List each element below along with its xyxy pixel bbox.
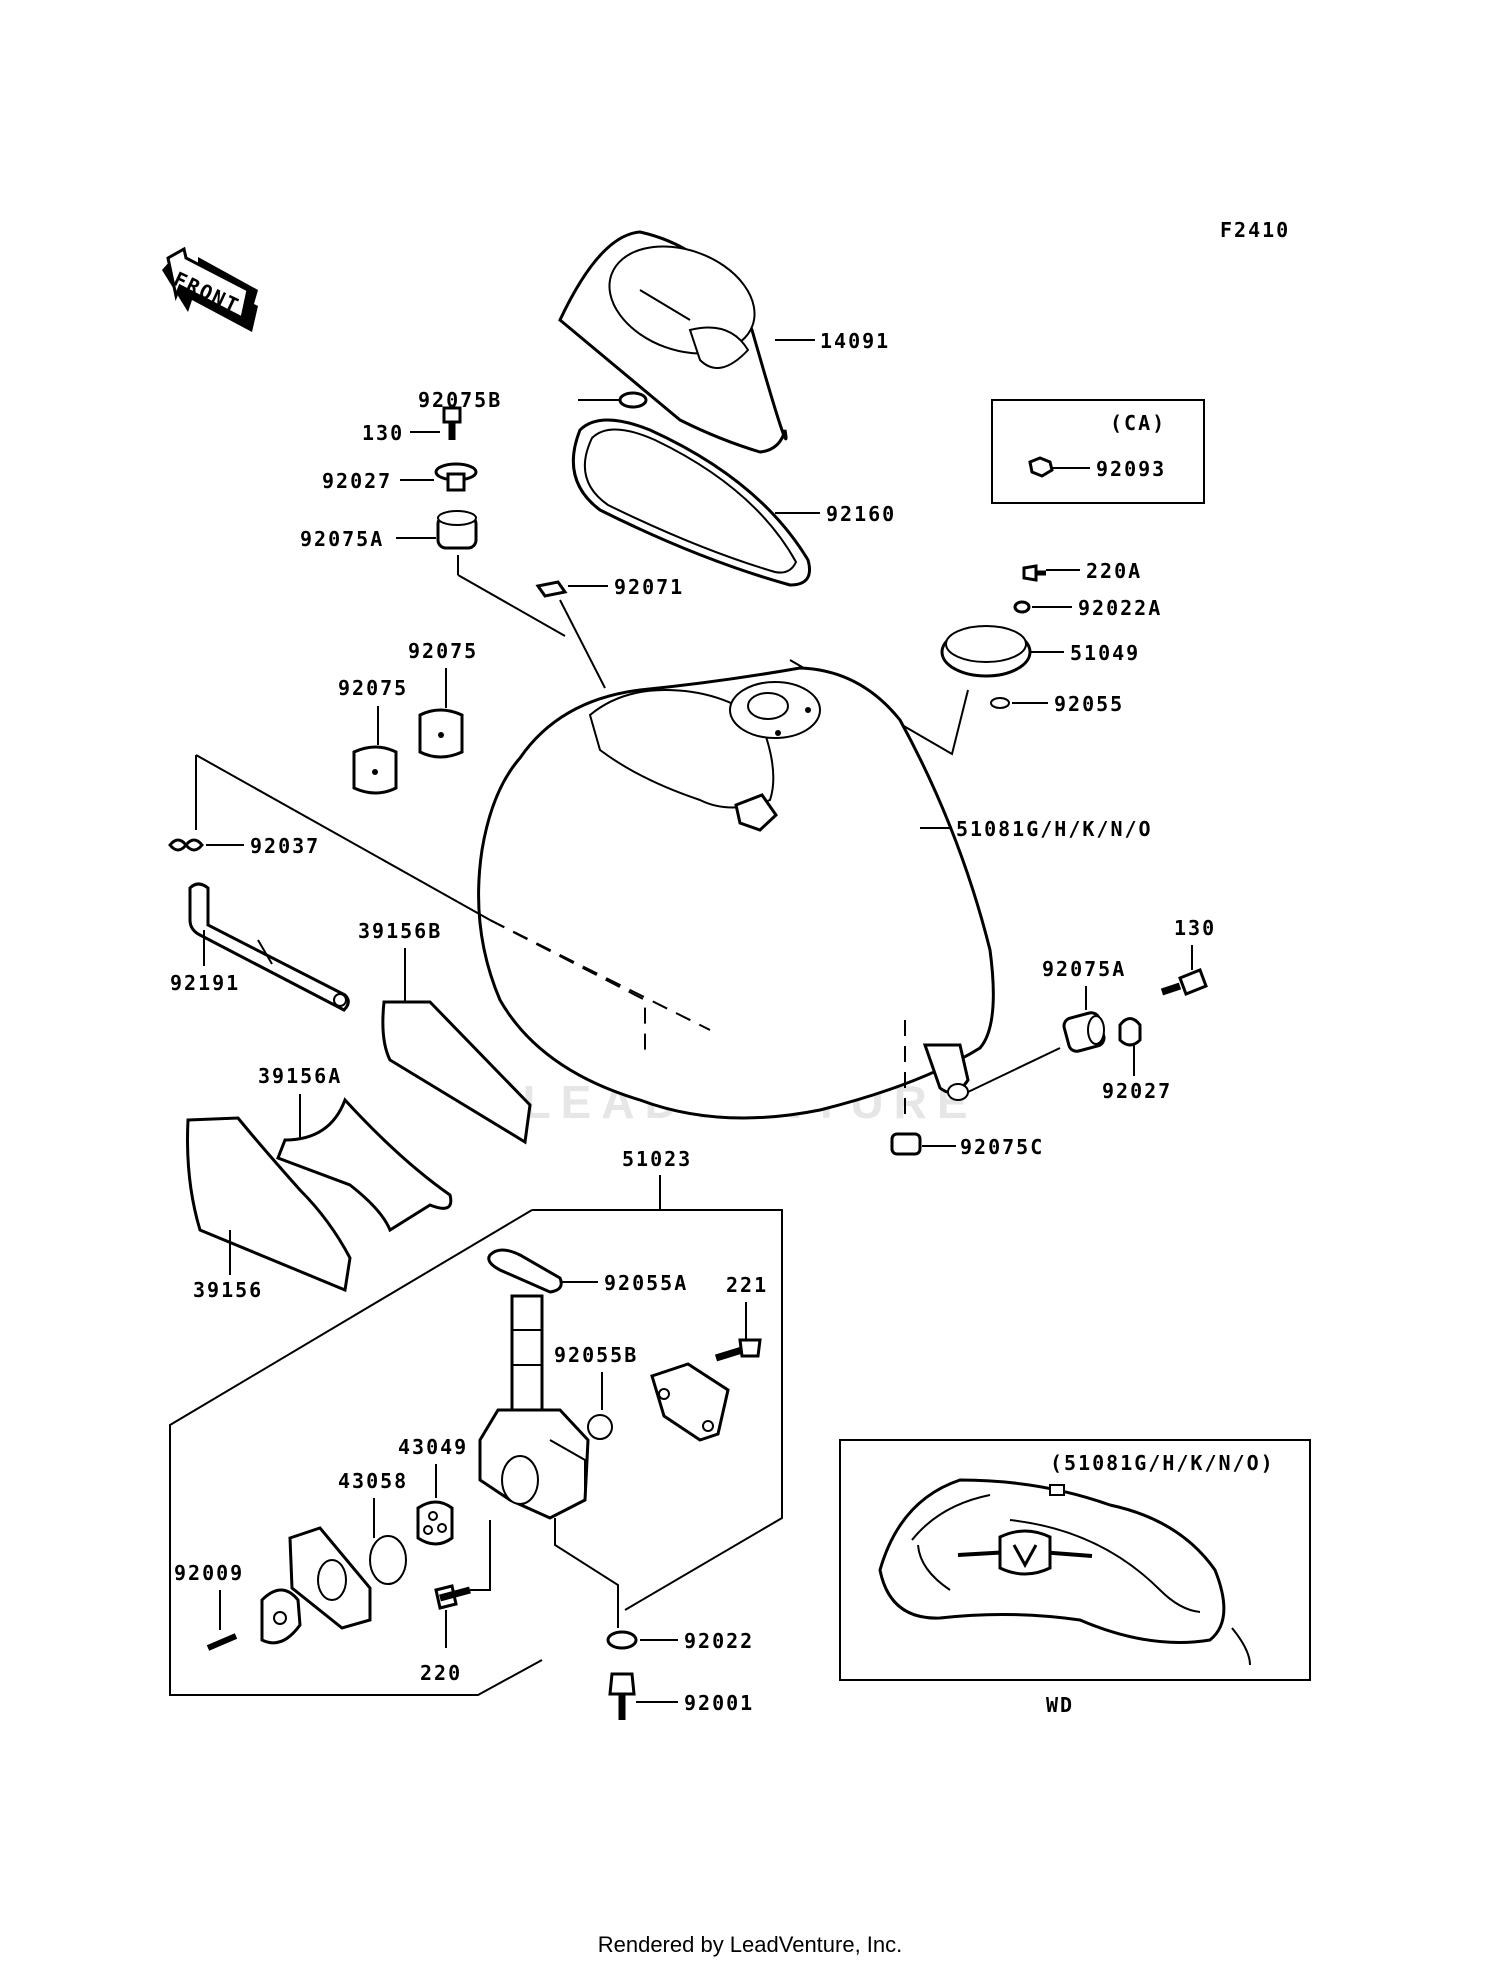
figure-code: F2410 (1220, 218, 1290, 242)
callout-92009: 92009 (174, 1561, 244, 1585)
callout-92160: 92160 (826, 502, 896, 526)
callout-130-top: 130 (362, 421, 404, 445)
callout-220: 220 (420, 1661, 462, 1685)
callout-92027-right: 92027 (1102, 1079, 1172, 1103)
ca-box: (CA) 92093 (991, 399, 1205, 504)
callout-92022A: 92022A (1078, 596, 1162, 620)
callout-39156A: 39156A (258, 1064, 342, 1088)
callout-51023: 51023 (622, 1147, 692, 1171)
callout-92037: 92037 (250, 834, 320, 858)
callout-92027-top: 92027 (322, 469, 392, 493)
callout-92055B: 92055B (554, 1343, 638, 1367)
callout-92191: 92191 (170, 971, 240, 995)
callout-220A: 220A (1086, 559, 1142, 583)
callout-51049: 51049 (1070, 641, 1140, 665)
callout-92075A-right: 92075A (1042, 957, 1126, 981)
callout-92075-a: 92075 (408, 639, 478, 663)
callout-39156: 39156 (193, 1278, 263, 1302)
callout-43049: 43049 (398, 1435, 468, 1459)
ca-box-title: (CA) (1110, 411, 1166, 435)
callout-92075C: 92075C (960, 1135, 1044, 1159)
petcock-body (478, 1294, 590, 1520)
callout-92055: 92055 (1054, 692, 1124, 716)
callout-92055A: 92055A (604, 1271, 688, 1295)
wd-caption: WD (1046, 1693, 1074, 1717)
callout-130-right: 130 (1174, 916, 1216, 940)
footer-credit: Rendered by LeadVenture, Inc. (598, 1932, 903, 1957)
ca-part-label: 92093 (1096, 457, 1166, 481)
callout-221: 221 (726, 1273, 768, 1297)
callout-92022: 92022 (684, 1629, 754, 1653)
fuel-tank-51081 (477, 666, 995, 1120)
callout-92075-b: 92075 (338, 676, 408, 700)
callout-14091: 14091 (820, 329, 890, 353)
wd-box: (51081G/H/K/N/O) WD (839, 1439, 1311, 1717)
callout-43058: 43058 (338, 1469, 408, 1493)
callout-39156B: 39156B (358, 919, 442, 943)
wd-box-title: (51081G/H/K/N/O) (1050, 1451, 1275, 1475)
callout-92071: 92071 (614, 575, 684, 599)
callout-51081: 51081G/H/K/N/O (956, 817, 1153, 841)
callout-92075A-top: 92075A (300, 527, 384, 551)
callout-92001: 92001 (684, 1691, 754, 1715)
tank-cover-14091 (558, 230, 788, 454)
front-arrow-icon: FRONT (162, 246, 258, 332)
